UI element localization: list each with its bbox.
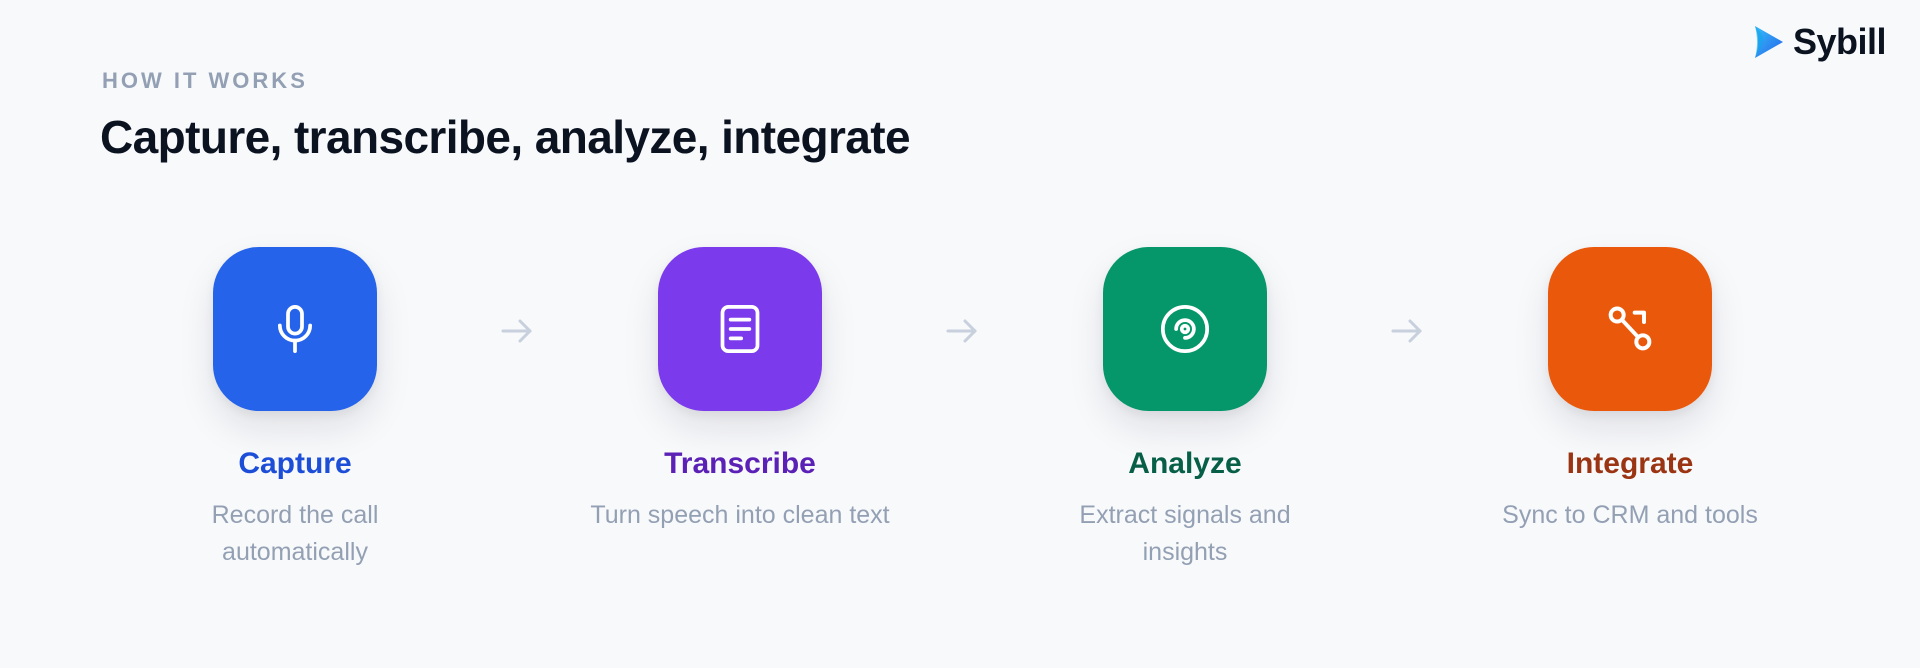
- arrow-right-icon: [946, 319, 977, 343]
- step-description: Sync to CRM and tools: [1502, 501, 1758, 529]
- step-analyze: Analyze Extract signals and insights: [1025, 247, 1345, 571]
- transcribe-tile: [658, 247, 822, 411]
- target-icon: [1160, 304, 1210, 354]
- brand-name: Sybill: [1792, 21, 1887, 62]
- step-description: Extract signals and insights: [1079, 501, 1291, 566]
- step-integrate: Integrate Sync to CRM and tools: [1470, 247, 1790, 534]
- step-title: Integrate: [1566, 447, 1694, 480]
- integration-icon: [1608, 306, 1652, 351]
- sybill-logo-icon: [1754, 26, 1783, 58]
- step-title: Transcribe: [664, 447, 816, 480]
- step-title: Capture: [238, 447, 352, 480]
- step-transcribe: Transcribe Turn speech into clean text: [580, 247, 900, 534]
- step-capture: Capture Record the call automatically: [135, 247, 455, 571]
- arrow-right-icon: [1391, 319, 1422, 343]
- section-headline: Capture, transcribe, analyze, integrate: [100, 111, 911, 163]
- microphone-icon: [277, 304, 313, 354]
- section-eyebrow: HOW IT WORKS: [102, 68, 308, 93]
- brand-logo[interactable]: Sybill: [1749, 21, 1887, 62]
- arrow-right-icon: [501, 319, 532, 343]
- capture-tile: [213, 247, 377, 411]
- step-title: Analyze: [1128, 447, 1242, 480]
- integrate-tile: [1548, 247, 1712, 411]
- analyze-tile: [1103, 247, 1267, 411]
- document-icon: [720, 304, 760, 354]
- step-description: Record the call automatically: [211, 501, 379, 566]
- step-description: Turn speech into clean text: [590, 501, 890, 529]
